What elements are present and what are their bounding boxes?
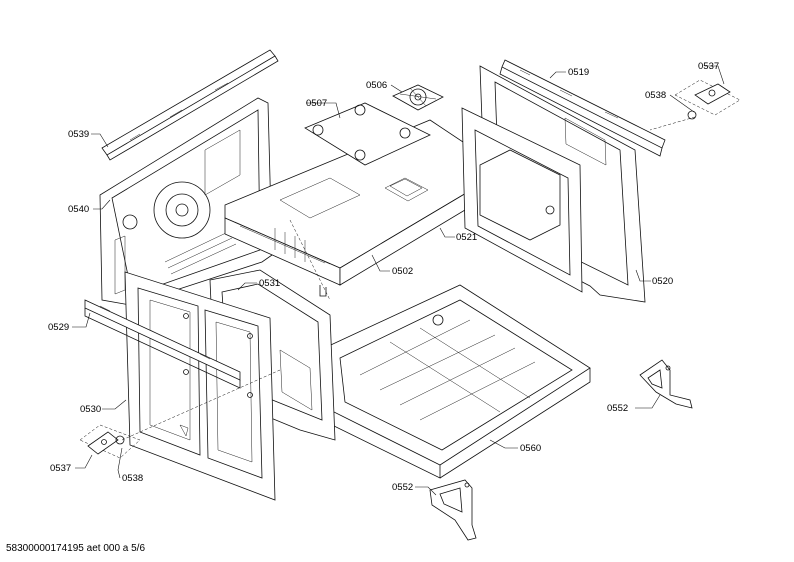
assembly-lines: [121, 116, 696, 441]
part-label-0530: 0530: [80, 404, 101, 415]
front-side-panel-part: [124, 271, 276, 501]
guide-rail-part: [84, 299, 241, 389]
top-rail-part: [101, 49, 279, 161]
part-label-0539: 0539: [68, 129, 89, 140]
footer-reference: 58300000174195 aet 000 a 5/6: [6, 543, 146, 554]
part-label-0537: 0537: [698, 61, 719, 72]
part-label-0529: 0529: [48, 322, 69, 333]
part-label-0552: 0552: [392, 482, 413, 493]
part-label-0537: 0537: [50, 463, 71, 474]
top-cover-part: [224, 119, 506, 297]
top-plate-part: [304, 102, 431, 166]
bottom-frame-part: [319, 284, 591, 479]
rear-top-rail-part: [499, 59, 666, 157]
part-label-0507: 0507: [306, 98, 327, 109]
part-label-0531: 0531: [259, 278, 280, 289]
part-labels: 0506 0507 0519 0537 0538 0539 0540 0521 …: [48, 61, 719, 493]
part-label-0502: 0502: [392, 266, 413, 277]
part-label-0552: 0552: [607, 403, 628, 414]
back-panel-part: [461, 107, 583, 293]
hinge-bracket-lower-part: [429, 479, 477, 541]
hinge-clip-left-part: [79, 424, 141, 459]
leader-lines: [72, 65, 725, 496]
part-label-0538: 0538: [645, 90, 666, 101]
part-label-0538: 0538: [122, 473, 143, 484]
part-label-0521: 0521: [456, 232, 477, 243]
part-label-0560: 0560: [520, 443, 541, 454]
fan-bracket-part: [392, 84, 444, 111]
part-label-0520: 0520: [652, 276, 673, 287]
part-label-0519: 0519: [568, 67, 589, 78]
hinge-clip-right-part: [674, 79, 741, 120]
part-label-0506: 0506: [366, 80, 387, 91]
left-side-wall-part: [99, 97, 273, 306]
part-label-0540: 0540: [68, 204, 89, 215]
hinge-bracket-right-part: [639, 359, 693, 409]
